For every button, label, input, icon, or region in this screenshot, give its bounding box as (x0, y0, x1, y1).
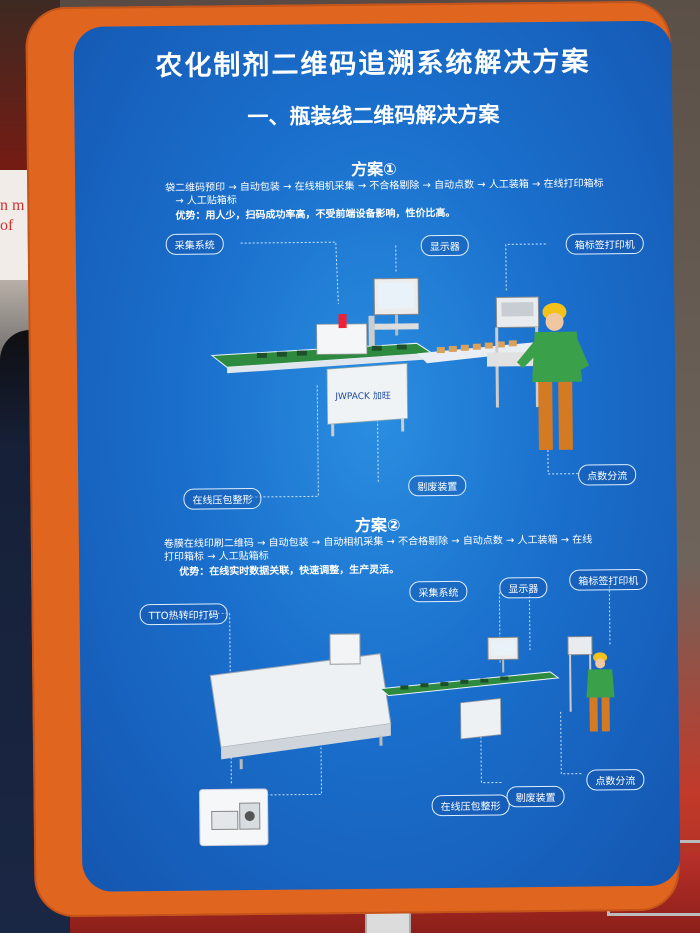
poster-frame: 农化制剂二维码追溯系统解决方案 一、瓶装线二维码解决方案 方案① 袋二维码预印 … (25, 0, 681, 918)
scheme2-packaging-machine (209, 633, 392, 770)
poster-panel: 农化制剂二维码追溯系统解决方案 一、瓶装线二维码解决方案 方案① 袋二维码预印 … (73, 20, 681, 892)
tto-printer-thumbnail (198, 788, 269, 847)
scheme2-worker (586, 652, 615, 732)
scheme1-worker (516, 302, 590, 451)
scheme1-machine-cabinet: JWPACK 加旺 (316, 314, 408, 437)
scheme1-brand-text: JWPACK 加旺 (334, 391, 391, 403)
scheme2-production-line-illustration (198, 633, 615, 847)
scheme2-monitor (487, 636, 519, 673)
scheme1-monitor (373, 277, 419, 336)
scheme1-conveyor (210, 340, 547, 374)
scheme1-production-line-illustration: JWPACK 加旺 (210, 277, 590, 451)
scheme2-conveyor (379, 671, 560, 740)
